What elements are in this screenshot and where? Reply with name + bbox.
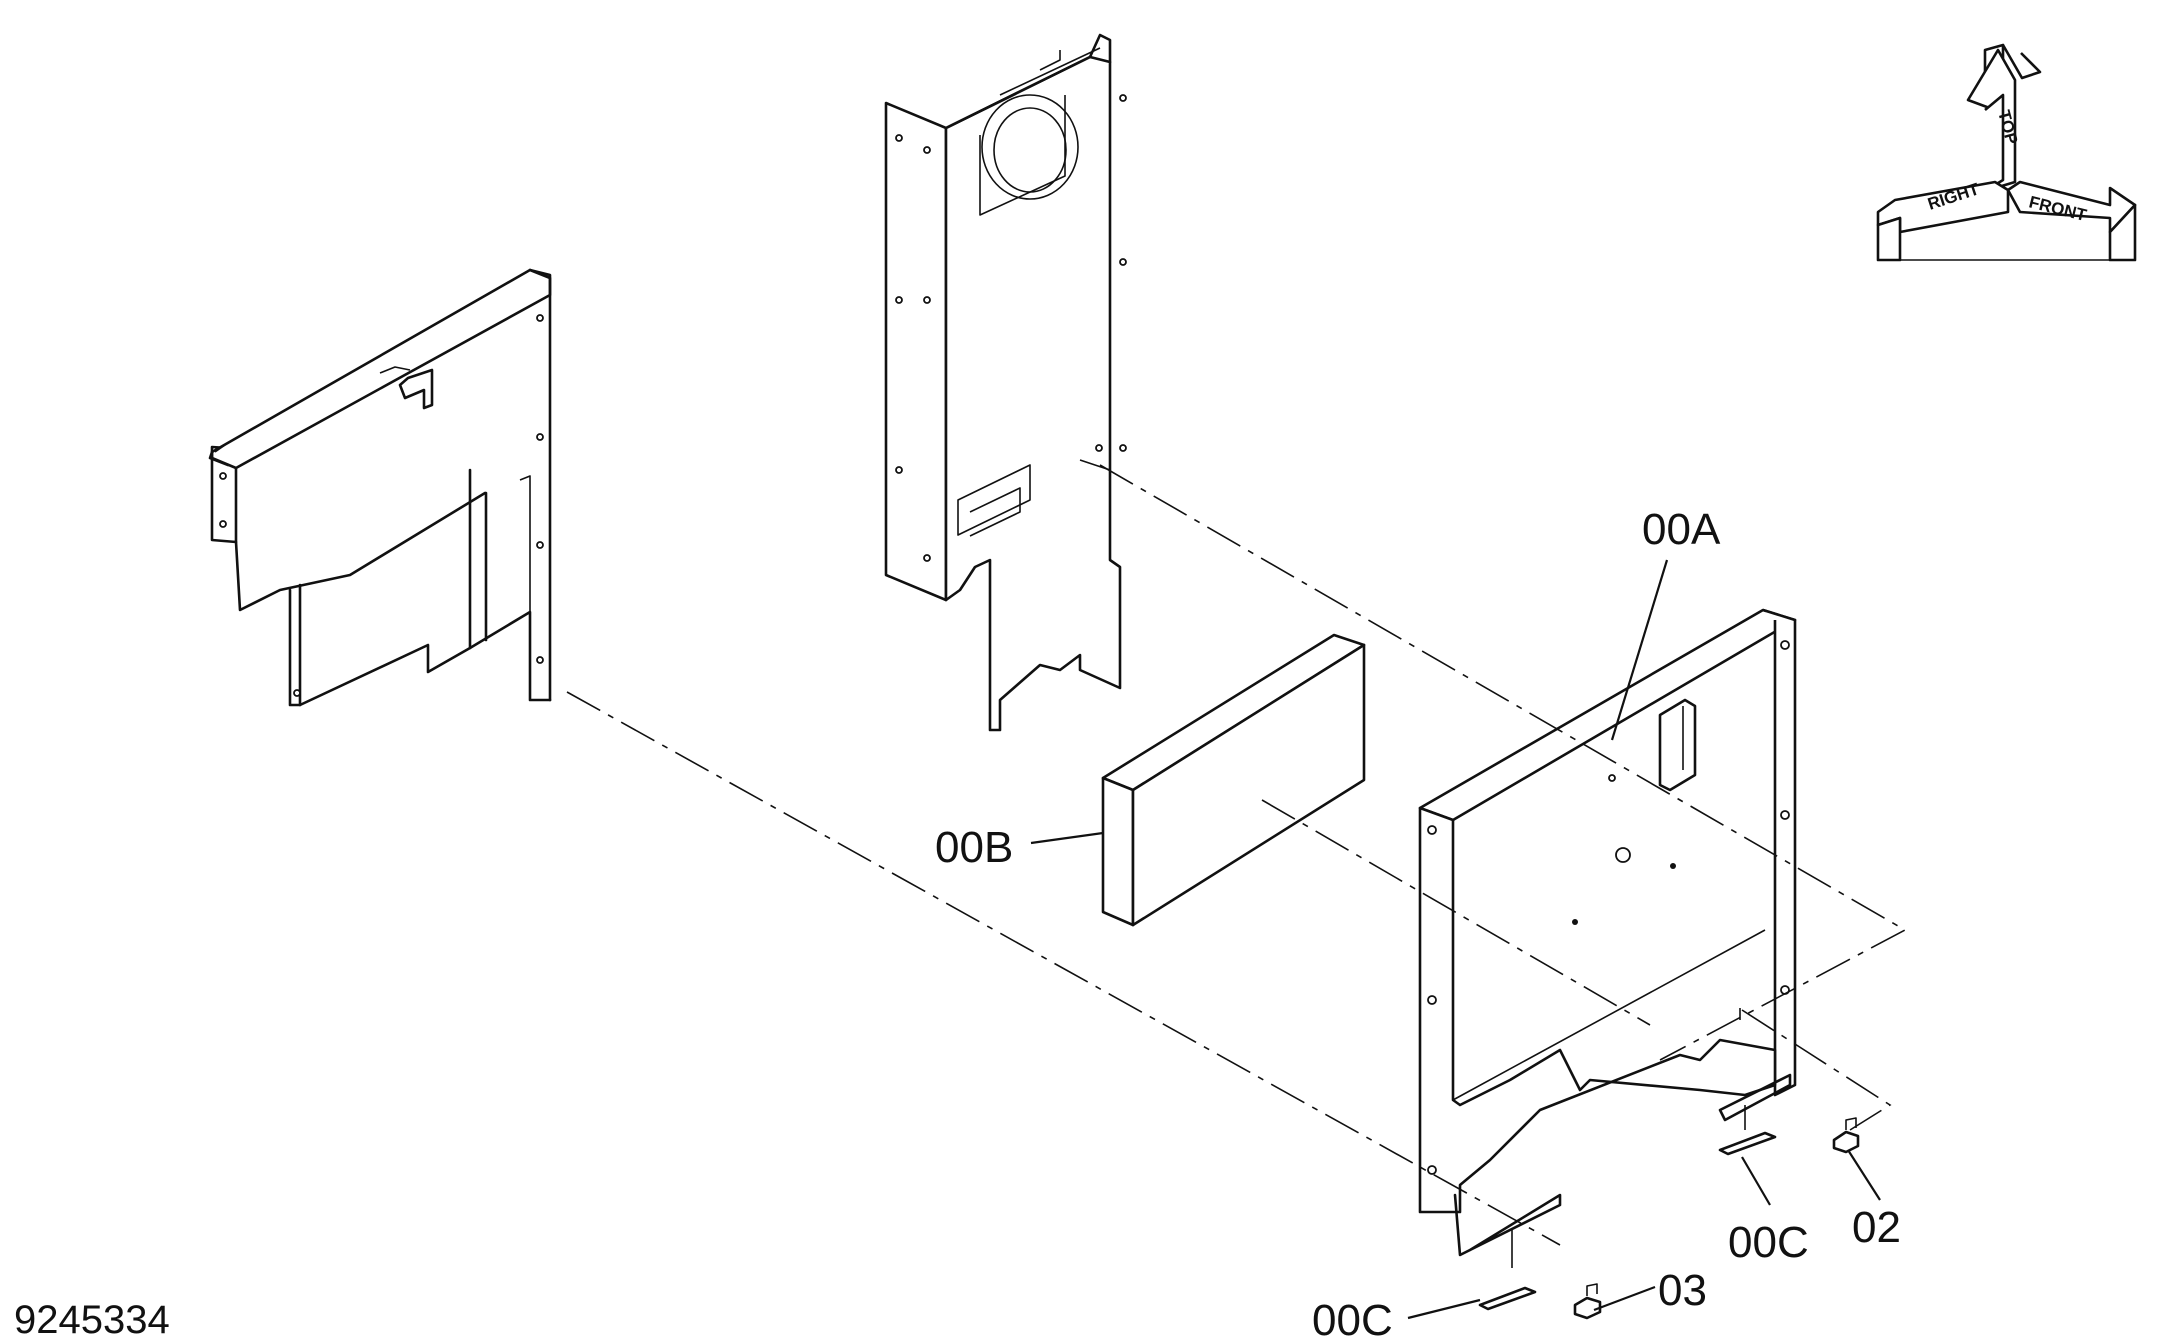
part-00A-panel xyxy=(1418,608,1797,1257)
assembly-center-lines xyxy=(566,464,1907,1270)
callout-02: 02 xyxy=(1852,1203,1901,1252)
center-tall-panel xyxy=(884,33,1127,732)
callout-labels: 00A 00B 00C 00C 03 02 xyxy=(935,505,1901,1341)
callout-00C-right: 00C xyxy=(1728,1218,1809,1267)
callout-00C-left: 00C xyxy=(1312,1296,1393,1341)
callout-00A: 00A xyxy=(1642,505,1721,554)
part-03-bolt xyxy=(1573,1283,1602,1320)
callout-00B: 00B xyxy=(935,823,1013,872)
callout-03: 03 xyxy=(1658,1266,1707,1315)
leader-lines xyxy=(1030,559,1881,1320)
part-02-bolt xyxy=(1832,1117,1860,1154)
orientation-indicator: TOP RIGHT FRONT xyxy=(1876,43,2137,262)
left-side-panel xyxy=(208,268,552,707)
drawing-number: 9245334 xyxy=(14,1298,170,1341)
part-00B-pad xyxy=(1101,633,1366,927)
part-00C-strips xyxy=(1478,1131,1777,1311)
